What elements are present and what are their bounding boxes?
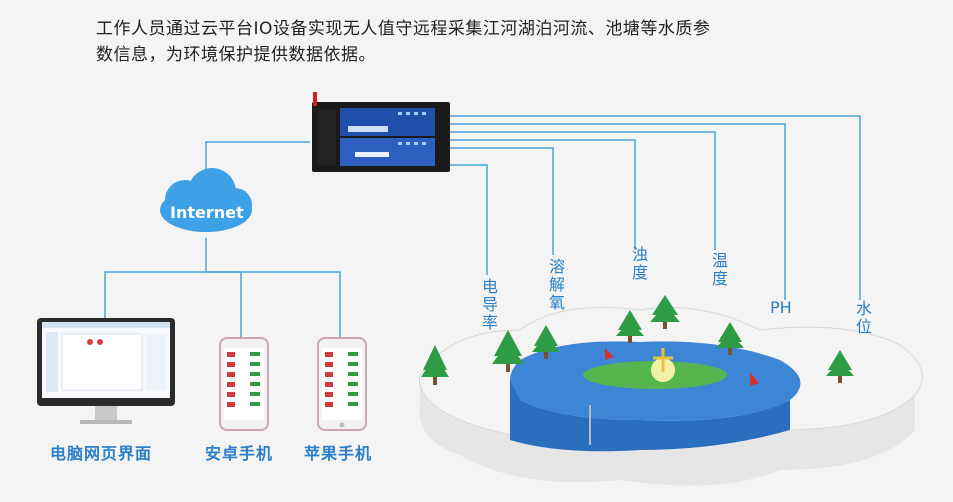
sensor-label-turbidity: 浊度	[629, 246, 648, 282]
computer-monitor-icon	[37, 318, 175, 424]
buoy-icon	[605, 348, 614, 360]
tree-icon	[532, 325, 560, 359]
cloud-to-android-line	[206, 271, 242, 338]
sensor-label-dissolved-oxygen: 溶解氧	[546, 258, 565, 312]
sensor-label-conductivity: 电导率	[479, 278, 498, 332]
sensor-label-ph: PH	[770, 298, 792, 317]
tree-icon	[650, 295, 680, 329]
line-ph	[445, 123, 786, 300]
line-conductivity	[445, 164, 488, 275]
caption-line-1: 工作人员通过云平台IO设备实现无人值守远程采集江河湖泊河流、池塘等水质参	[96, 19, 711, 39]
antenna-icon	[313, 92, 317, 106]
line-temperature	[445, 131, 716, 250]
device-label-iphone: 苹果手机	[304, 444, 373, 463]
connection-lines	[104, 115, 861, 338]
line-dissolved-oxygen	[445, 147, 554, 255]
device-label-computer: 电脑网页界面	[50, 444, 153, 463]
internet-cloud-icon	[160, 168, 252, 232]
tree-icon	[421, 345, 449, 385]
sensor-label-water-level: 水位	[853, 300, 872, 336]
line-turbidity	[445, 139, 636, 250]
sensor-label-temperature: 温度	[709, 252, 728, 288]
buoy-icon	[750, 372, 759, 386]
android-phone-icon	[219, 337, 269, 431]
device-label-android: 安卓手机	[205, 444, 274, 463]
iphone-icon	[317, 337, 367, 431]
trees	[421, 295, 854, 385]
cloud-to-iphone-line	[206, 271, 341, 338]
cloud-to-computer-line	[104, 238, 207, 318]
line-water-level	[445, 115, 861, 300]
caption: 工作人员通过云平台IO设备实现无人值守远程采集江河湖泊河流、池塘等水质参 数信息…	[96, 16, 876, 68]
tree-icon	[616, 310, 644, 343]
tree-icon	[716, 322, 744, 355]
internet-label: Internet	[170, 203, 244, 222]
controller-to-cloud-line	[205, 141, 310, 180]
tree-icon	[492, 330, 524, 372]
caption-line-2: 数信息，为环境保护提供数据依据。	[96, 45, 376, 65]
lake-scene	[419, 307, 923, 486]
io-controller	[312, 92, 450, 172]
tree-icon	[826, 350, 854, 383]
